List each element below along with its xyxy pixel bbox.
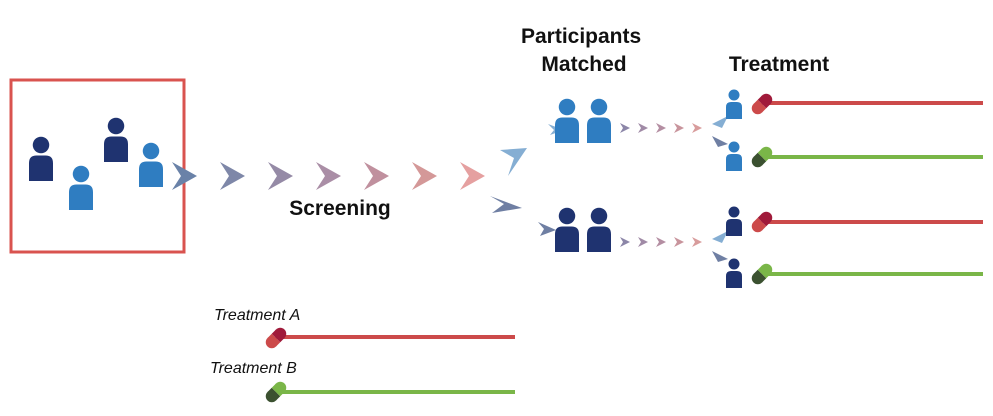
chevron-right-icon [638, 237, 648, 247]
person-icon [555, 207, 579, 252]
legend-treatment-b-label: Treatment B [210, 360, 297, 377]
person-icon [726, 206, 742, 236]
chevron-right-icon [620, 123, 630, 133]
chevron-right-icon [620, 237, 630, 247]
fork-arrow-icon [712, 231, 728, 243]
treatment-arm-1 [726, 89, 983, 119]
population-frame [9, 78, 186, 254]
chevron-right-icon [460, 162, 485, 190]
pill-capsule-icon [751, 211, 773, 233]
participants-matched-title: Participants Matched [521, 25, 647, 76]
split-arrow-down [490, 196, 522, 213]
chevron-right-icon [412, 162, 437, 190]
split-arrow-down-tip [538, 222, 556, 236]
person-icon [555, 98, 579, 143]
chevron-right-icon [268, 162, 293, 190]
matched-group-dark [555, 207, 611, 252]
person-icon [29, 136, 53, 181]
chevron-right-icon [316, 162, 341, 190]
screening-chevrons [172, 162, 485, 190]
pill-capsule-icon [751, 263, 773, 285]
legend-treatment-a-label: Treatment A [214, 307, 300, 324]
treatment-arm-2 [726, 141, 983, 171]
treatment-arm-4 [726, 258, 983, 288]
population-group [29, 117, 163, 210]
person-icon [104, 117, 128, 162]
pill-capsule-icon [265, 327, 287, 349]
chevron-right-icon [220, 162, 245, 190]
chevron-right-icon [692, 237, 702, 247]
fork-arrow-icon [712, 251, 728, 262]
treatment-arm-3 [726, 206, 983, 236]
pill-capsule-icon [751, 93, 773, 115]
person-icon [69, 165, 93, 210]
chevron-right-icon [172, 162, 197, 190]
chevron-right-icon [674, 237, 684, 247]
person-icon [587, 207, 611, 252]
treatment-title: Treatment [729, 53, 829, 76]
pill-capsule-icon [265, 381, 287, 403]
chevron-right-icon [364, 162, 389, 190]
person-icon [726, 89, 742, 119]
split-arrow-up [500, 148, 527, 176]
legend: Treatment A Treatment B [210, 307, 515, 403]
chevron-right-icon [656, 123, 666, 133]
fork-arrow-icon [712, 116, 728, 128]
chevron-right-icon [674, 123, 684, 133]
chevron-right-icon [656, 237, 666, 247]
fork-arrow-icon [712, 136, 728, 147]
chevron-right-icon [692, 123, 702, 133]
allocation-chevrons-top [620, 116, 728, 147]
pill-capsule-icon [751, 146, 773, 168]
person-icon [587, 98, 611, 143]
allocation-chevrons-bottom [620, 231, 728, 262]
matched-group-light [555, 98, 611, 143]
person-icon [139, 142, 163, 187]
chevron-right-icon [638, 123, 648, 133]
person-icon [726, 141, 742, 171]
screening-label: Screening [289, 197, 391, 220]
person-icon [726, 258, 742, 288]
